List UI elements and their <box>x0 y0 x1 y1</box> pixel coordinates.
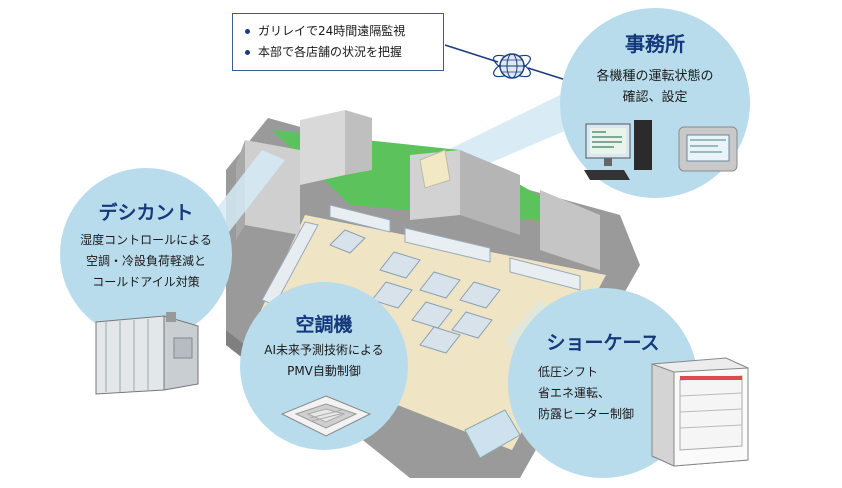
aircon-bubble: 空調機 AI未来予測技術による PMV自動制御 <box>240 282 408 450</box>
aircon-description: AI未来予測技術による PMV自動制御 <box>240 340 408 382</box>
control-panel-icon <box>678 126 738 172</box>
aircon-title: 空調機 <box>295 314 353 336</box>
monitoring-item: ガリレイで24時間遠隔監視 <box>245 21 443 42</box>
gondola-shelves <box>329 229 501 354</box>
showcase-description: 低圧シフト 省エネ運転、 防露ヒーター制御 <box>508 362 698 425</box>
aircon-desc-line: AI未来予測技術による <box>264 343 384 357</box>
aircon-desc-line: PMV自動制御 <box>287 364 361 378</box>
network-line <box>527 67 567 81</box>
ceiling-cassette-ac-icon <box>280 395 372 437</box>
refrigerated-showcase-icon <box>651 357 749 467</box>
desiccant-title: デシカント <box>98 202 194 224</box>
showcase-desc-line: 防露ヒーター制御 <box>538 407 635 421</box>
desktop-pc-icon <box>584 120 652 180</box>
network-line <box>444 44 499 63</box>
wall <box>540 190 600 270</box>
office-description: 各機種の運転状態の 確認、設定 <box>560 66 750 108</box>
desiccant-desc-line: 湿度コントロールによる <box>80 233 212 247</box>
wall-showcase <box>329 204 391 233</box>
showcase-title: ショーケース <box>546 332 660 354</box>
entrance <box>464 409 521 459</box>
showcase-desc-line: 低圧シフト <box>538 365 599 379</box>
storage-box <box>419 149 451 189</box>
desiccant-bubble: デシカント 湿度コントロールによる 空調・冷設負荷軽減と コールドアイル対策 <box>60 168 232 340</box>
desiccant-desc-line: コールドアイル対策 <box>92 275 200 289</box>
office-desc-line: 確認、設定 <box>622 90 688 105</box>
desiccant-unit-icon <box>95 312 199 395</box>
wall-showcase <box>404 227 491 263</box>
desiccant-description: 湿度コントロールによる 空調・冷設負荷軽減と コールドアイル対策 <box>60 230 232 293</box>
wall <box>300 110 345 185</box>
showcase-desc-line: 省エネ運転、 <box>538 386 611 400</box>
office-title: 事務所 <box>625 32 685 56</box>
wall <box>460 150 520 235</box>
monitoring-item: 本部で各店舗の状況を把握 <box>245 42 443 63</box>
office-desc-line: 各機種の運転状態の <box>596 69 714 84</box>
office-bubble: 事務所 各機種の運転状態の 確認、設定 <box>560 8 750 198</box>
globe-network-icon <box>493 53 531 79</box>
desiccant-desc-line: 空調・冷設負荷軽減と <box>85 254 206 268</box>
wall <box>345 110 372 175</box>
remote-monitoring-box: ガリレイで24時間遠隔監視 本部で各店舗の状況を把握 <box>232 13 444 71</box>
